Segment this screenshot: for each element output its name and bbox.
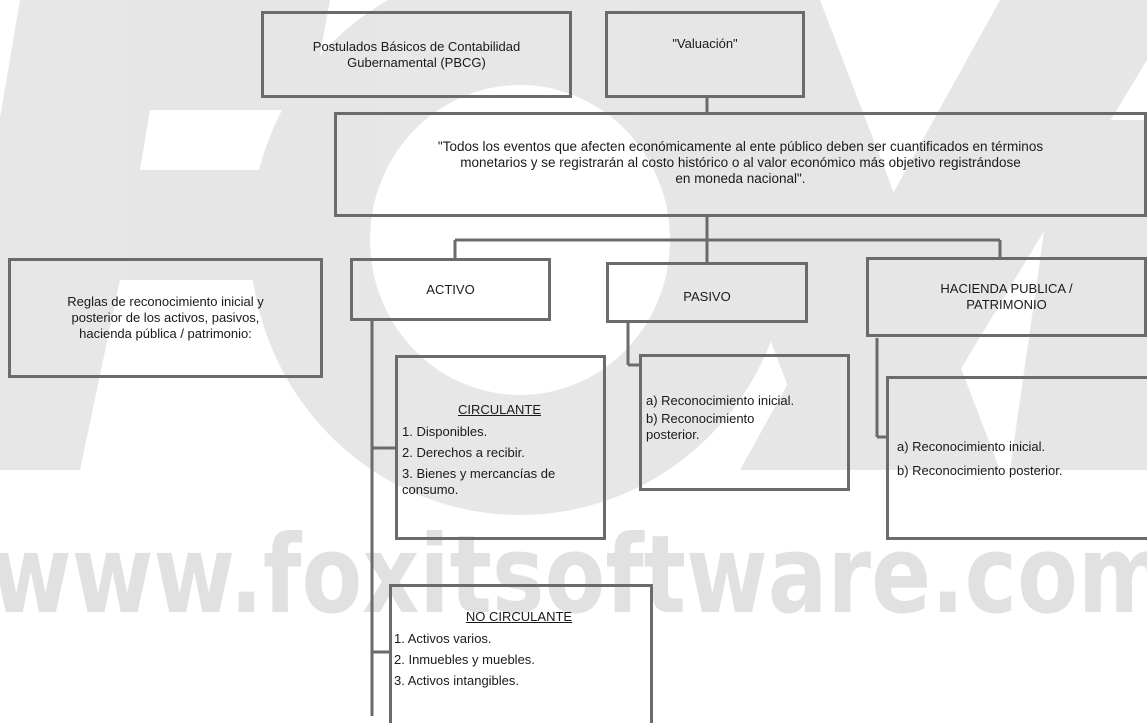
definition-line1: "Todos los eventos que afecten económica… [437,139,1044,154]
reglas-line3: hacienda pública / patrimonio: [79,326,252,341]
no-circulante-heading: NO CIRCULANTE [465,609,573,624]
circulante-item-2: 2. Derechos a recibir. [402,445,525,460]
circulante-item-3: 3. Bienes y mercancías de consumo. [402,466,556,497]
no-circulante-item-2: 2. Inmuebles y muebles. [394,652,535,667]
postulados-box: Postulados Básicos de Contabilidad Guber… [261,11,572,98]
reglas-box: Reglas de reconocimiento inicial y poste… [8,258,323,378]
hacienda-box: HACIENDA PUBLICA / PATRIMONIO [866,257,1147,337]
foxit-logo-mark [0,0,1147,515]
hacienda-line2: PATRIMONIO [966,297,1047,312]
pasivo-label: PASIVO [683,289,731,304]
activo-label: ACTIVO [426,282,475,297]
hacienda-detail-item-2: b) Reconocimiento posterior. [897,463,1063,478]
pasivo-box: PASIVO [606,262,808,323]
definition-line3: en moneda nacional". [675,171,806,186]
postulados-line1: Postulados Básicos de Contabilidad [312,38,521,54]
no-circulante-box: NO CIRCULANTE 1. Activos varios. 2. Inmu… [389,584,653,723]
watermark-url: www.foxitsoftware.com [0,513,1147,638]
reglas-line2: posterior de los activos, pasivos, [71,310,260,325]
no-circulante-item-1: 1. Activos varios. [394,631,492,646]
circulante-heading: CIRCULANTE [457,402,542,417]
pasivo-detail-item-2: b) Reconocimiento posterior. [646,411,755,442]
circulante-item-1: 1. Disponibles. [402,424,488,439]
activo-box: ACTIVO [350,258,551,321]
hacienda-detail-item-1: a) Reconocimiento inicial. [897,439,1046,454]
pasivo-detail-item-1: a) Reconocimiento inicial. [646,393,795,408]
reglas-line1: Reglas de reconocimiento inicial y [67,294,264,309]
circulante-box: CIRCULANTE 1. Disponibles. 2. Derechos a… [395,355,606,540]
hacienda-line1: HACIENDA PUBLICA / [940,281,1073,296]
definition-line2: monetarios y se registrarán al costo his… [460,155,1021,170]
definition-box: "Todos los eventos que afecten económica… [334,112,1147,217]
valuacion-label: "Valuación" [672,36,738,51]
no-circulante-item-3: 3. Activos intangibles. [394,673,520,688]
hacienda-detail-box: a) Reconocimiento inicial. b) Reconocimi… [886,376,1147,540]
pasivo-detail-box: a) Reconocimiento inicial. b) Reconocimi… [639,354,850,491]
valuacion-box: "Valuación" [605,11,805,98]
postulados-line2: Gubernamental (PBCG) [347,54,486,70]
